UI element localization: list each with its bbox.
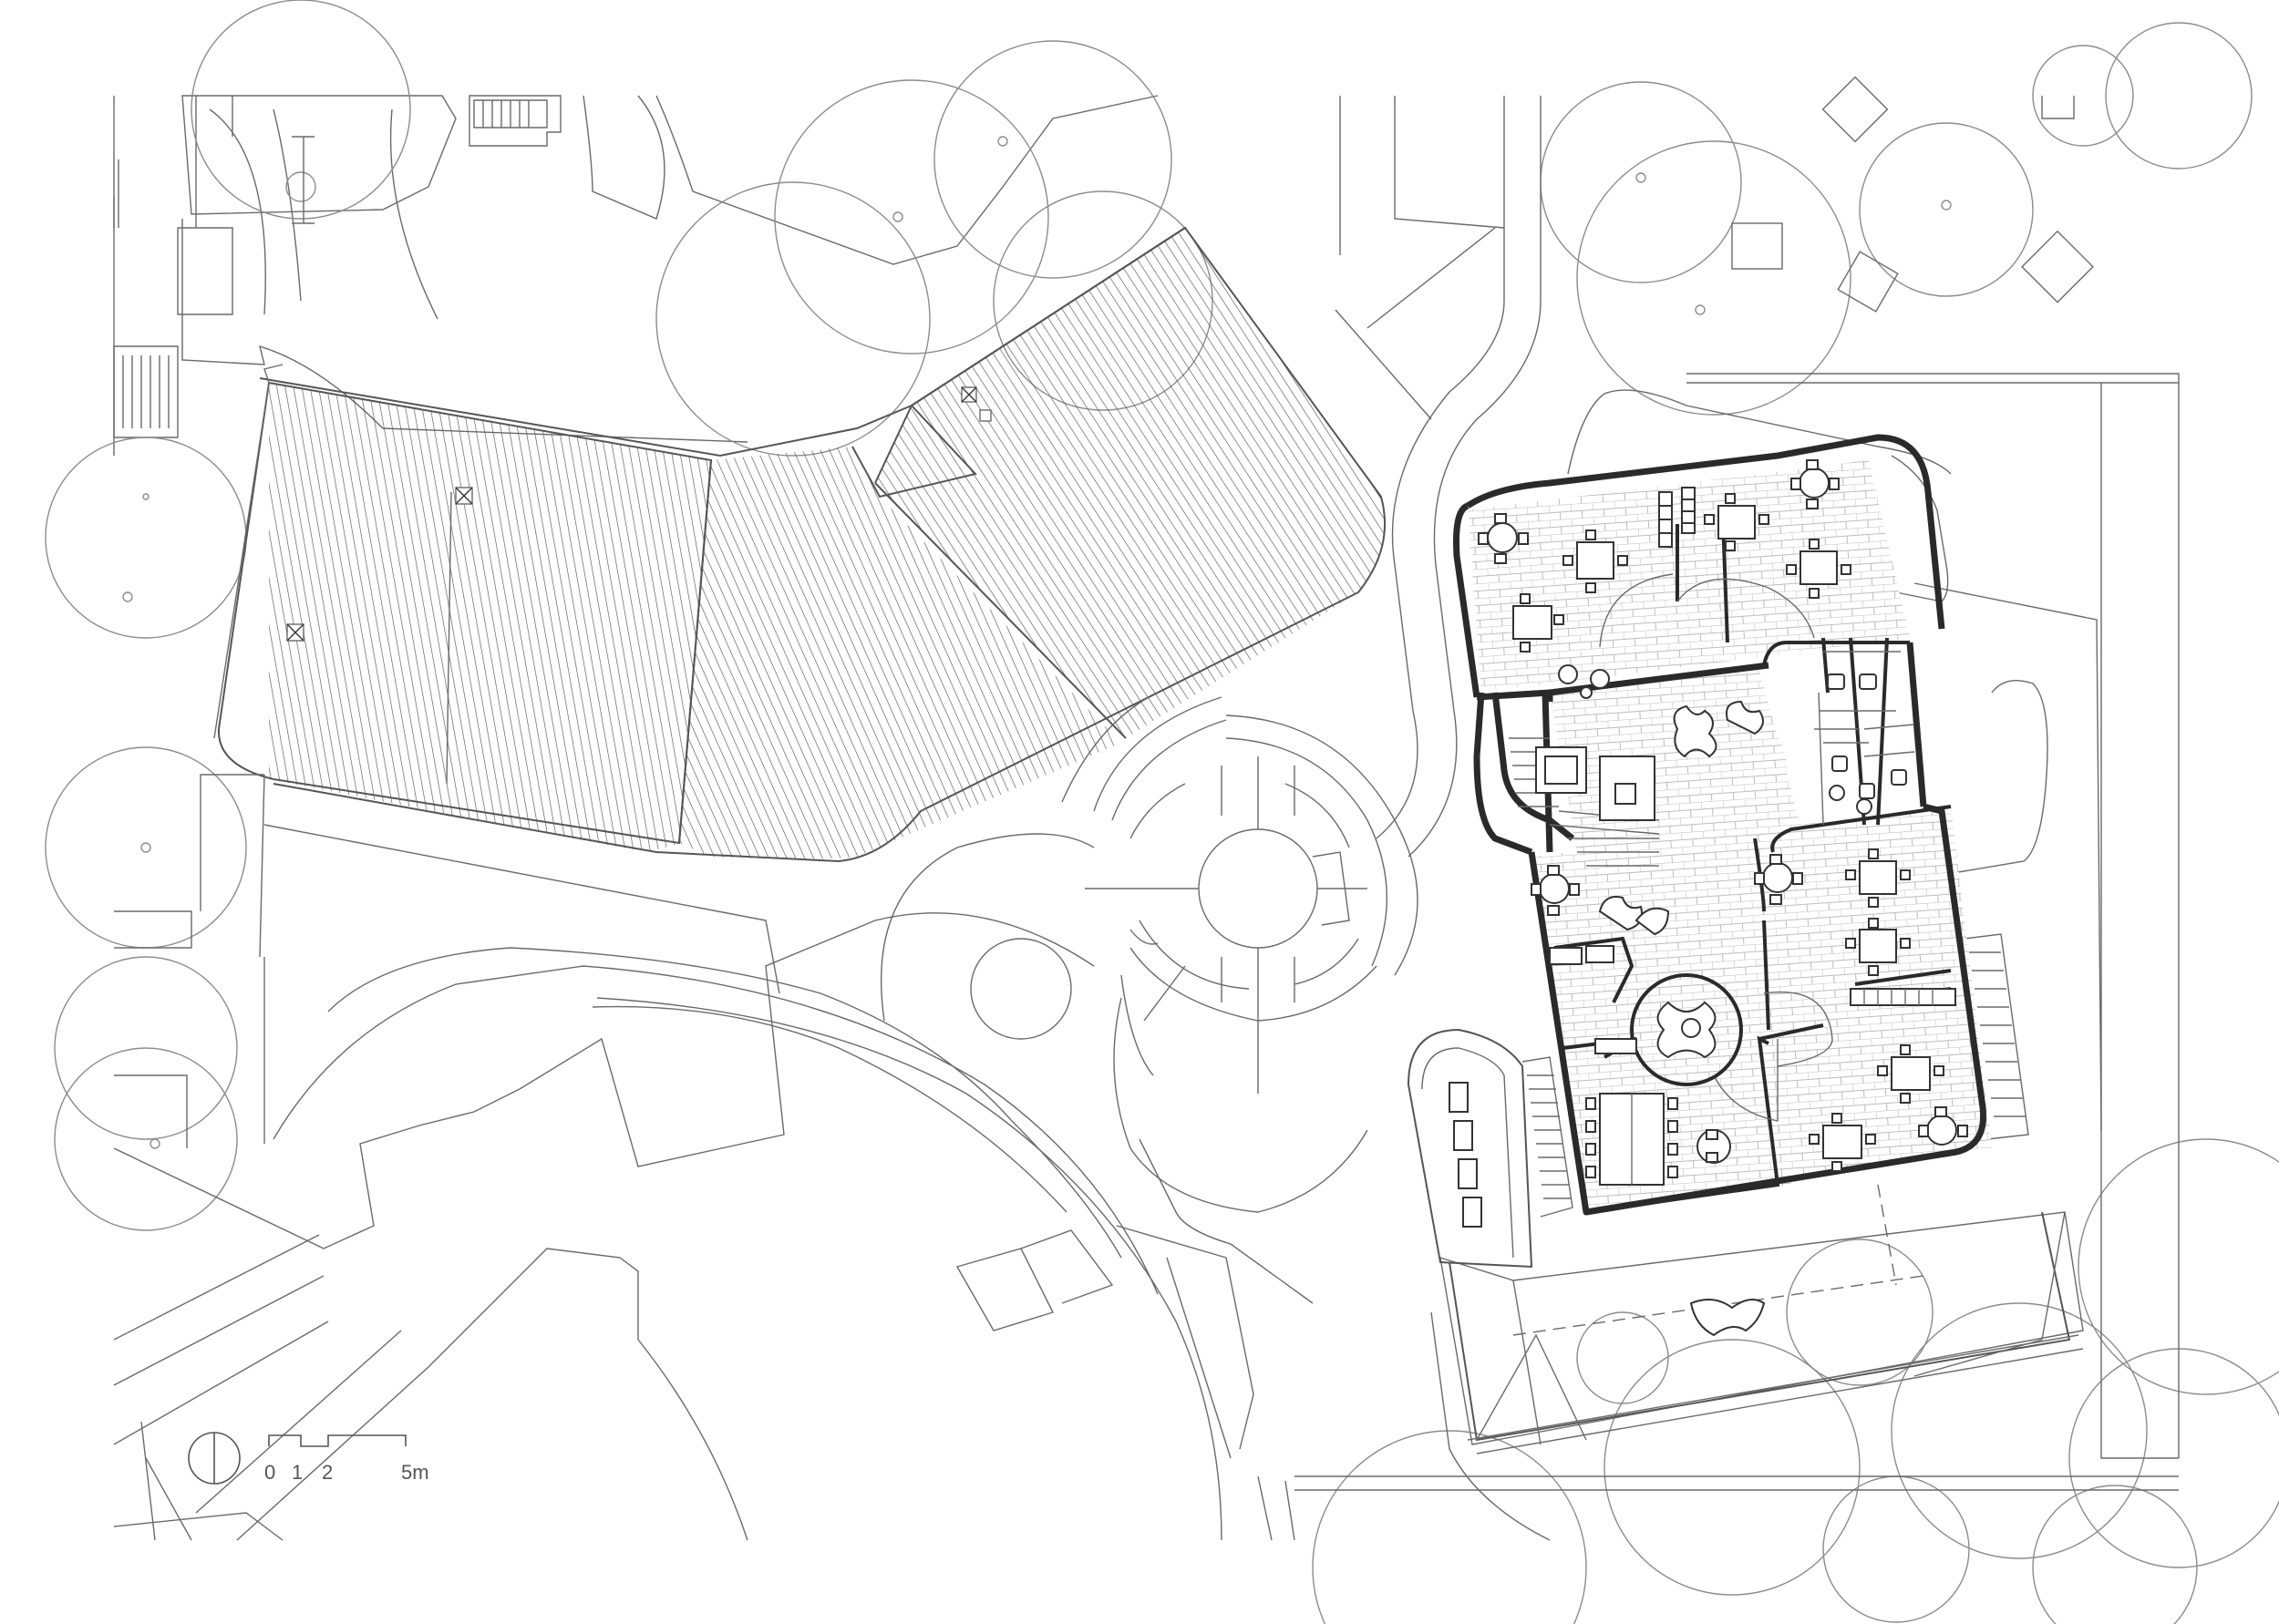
scale-label-2: 2 bbox=[322, 1461, 333, 1484]
curved-walkway bbox=[114, 774, 780, 1148]
scale-label-0: 0 bbox=[264, 1461, 275, 1484]
context-top-right bbox=[1686, 76, 2180, 1459]
kitchen-counters bbox=[1549, 487, 1956, 1054]
scale-label-5m: 5m bbox=[401, 1461, 429, 1484]
site-paths bbox=[113, 96, 2179, 1541]
scale-label-1: 1 bbox=[292, 1461, 303, 1484]
roof-building bbox=[213, 226, 1387, 863]
main-building bbox=[1407, 389, 2102, 1454]
scale-bar: 0 1 2 5m bbox=[264, 1434, 429, 1484]
circular-garden bbox=[881, 696, 1418, 1213]
north-arrow-icon bbox=[188, 1432, 241, 1485]
furniture bbox=[1478, 459, 1968, 1337]
